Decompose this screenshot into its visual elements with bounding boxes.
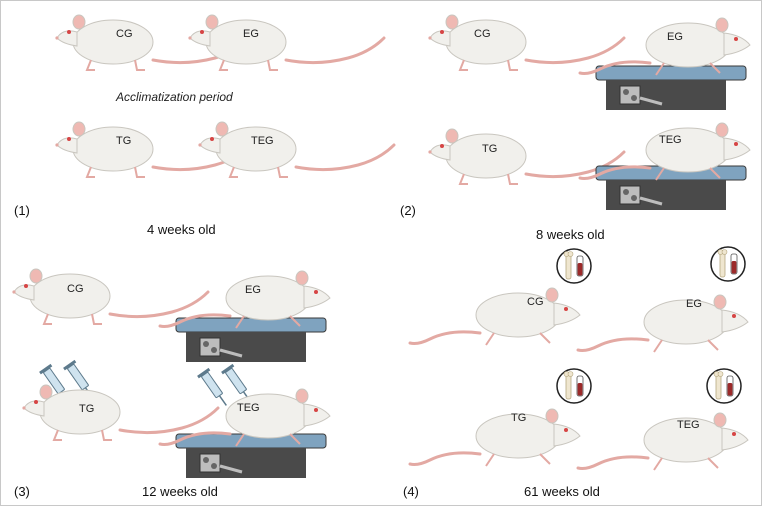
panel-number-1: (1) xyxy=(14,203,30,218)
rat-icon-teg-1 xyxy=(196,120,396,179)
group-label-tg-3: TG xyxy=(79,403,95,415)
bone-and-blood-tube-icon-cg xyxy=(556,248,592,284)
group-label-teg-3: TEG xyxy=(237,402,260,414)
panel-age-3: 12 weeks old xyxy=(142,484,218,499)
group-label-cg-2: CG xyxy=(474,28,491,40)
bone-and-blood-tube-icon-teg xyxy=(706,368,742,404)
group-label-eg-1: EG xyxy=(243,28,259,40)
panel-age-2: 8 weeks old xyxy=(536,227,605,242)
bone-and-blood-tube-icon-eg xyxy=(710,246,746,282)
group-label-tg-1: TG xyxy=(116,135,132,147)
group-label-teg-2: TEG xyxy=(659,134,682,146)
treadmill-icon-teg-3 xyxy=(174,432,328,480)
acclimatization-note: Acclimatization period xyxy=(116,90,233,104)
group-label-eg-3: EG xyxy=(245,284,261,296)
group-label-eg-2: EG xyxy=(667,31,683,43)
rat-icon-cg-2 xyxy=(426,13,626,72)
panel-number-3: (3) xyxy=(14,484,30,499)
panel-number-4: (4) xyxy=(403,484,419,499)
panel-number-2: (2) xyxy=(400,203,416,218)
panel-age-4: 61 weeks old xyxy=(524,484,600,499)
rat-icon-cg-3 xyxy=(10,267,210,326)
treadmill-icon-eg-3 xyxy=(174,316,328,364)
rat-icon-tg-4 xyxy=(408,407,582,468)
rat-icon-tg-3 xyxy=(20,383,220,442)
group-label-cg-3: CG xyxy=(67,283,84,295)
group-label-teg-1: TEG xyxy=(251,135,274,147)
group-label-cg-4: CG xyxy=(527,296,544,308)
rat-icon-eg-4 xyxy=(576,293,750,354)
rat-icon-eg-1 xyxy=(186,13,386,72)
panel-age-1: 4 weeks old xyxy=(147,222,216,237)
group-label-tg-2: TG xyxy=(482,143,498,155)
rat-icon-teg-4 xyxy=(576,411,750,472)
group-label-teg-4: TEG xyxy=(677,419,700,431)
bone-and-blood-tube-icon-tg xyxy=(556,368,592,404)
treadmill-icon-eg-2 xyxy=(594,64,748,112)
group-label-tg-4: TG xyxy=(511,412,527,424)
group-label-cg-1: CG xyxy=(116,28,133,40)
group-label-eg-4: EG xyxy=(686,298,702,310)
treadmill-icon-teg-2 xyxy=(594,164,748,212)
rat-icon-cg-4 xyxy=(408,286,582,347)
